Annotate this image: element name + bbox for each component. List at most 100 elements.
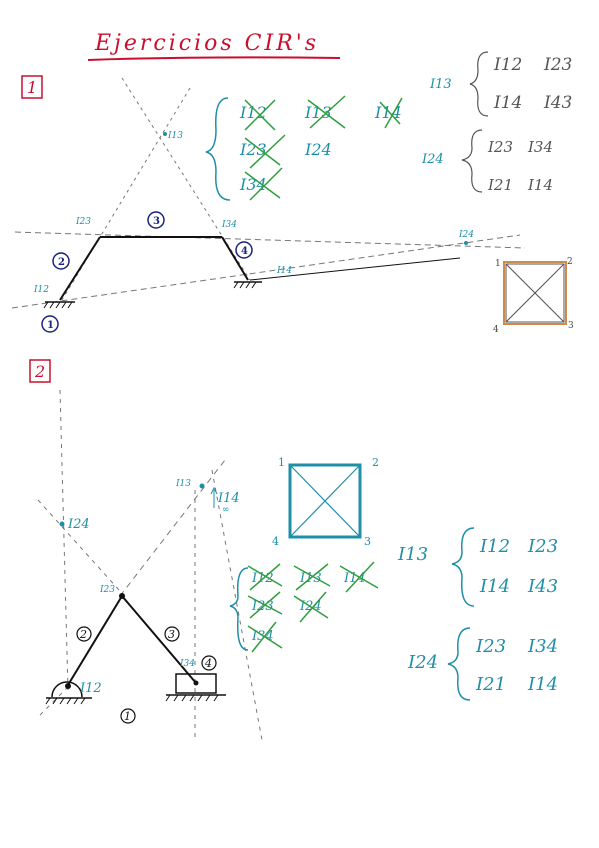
ex1-label-i13: I13	[167, 131, 183, 141]
ex2-link-1-num: 1	[124, 710, 131, 723]
ex2-construction-vertical-left	[59, 389, 69, 691]
ex2-rel-i13-brace	[451, 527, 475, 607]
ex2-label-i34: I34	[179, 659, 195, 669]
ex1-square-diagram: 1 2 3 4	[493, 257, 574, 335]
exercise-1: 1 I13 I23 I34 I12 I14 I24	[11, 51, 574, 335]
ex1-square-node-2: 2	[567, 257, 573, 267]
ex1-crossouts	[244, 95, 403, 201]
ex2-rel-i24-a0: I23	[475, 636, 506, 657]
ex2-square-node-4: 4	[272, 535, 279, 548]
ex2-construction-diag-c	[211, 469, 263, 741]
ex2-rel-i13-a0: I12	[479, 536, 510, 557]
ex1-point-i13	[163, 132, 167, 136]
exercise-2: 2	[29, 359, 558, 741]
ex1-rel-i13-a0: I12	[493, 55, 522, 75]
ex2-link-3-num: 3	[168, 628, 175, 641]
ex2-link-2-bar	[67, 595, 123, 686]
title-underline	[87, 56, 341, 61]
ex2-number: 2	[34, 362, 45, 381]
ex1-link-1-circle	[41, 315, 59, 333]
ex1-table-brace	[205, 97, 231, 201]
ex1-rel-i24-brace	[461, 129, 483, 193]
ex1-table-i13: I13	[304, 103, 332, 122]
ex2-slider-block	[175, 673, 217, 694]
ex1-link-2-bar	[59, 236, 101, 301]
ex1-link-2-num: 2	[58, 257, 65, 268]
ex2-crossouts	[247, 561, 379, 653]
ex2-square-node-3: 3	[364, 535, 371, 548]
ex1-label-i24: I24	[458, 230, 474, 240]
ex2-label-i14: I14	[217, 491, 240, 506]
ex2-ground-right	[165, 694, 226, 702]
ex2-table-i14: I14	[343, 571, 366, 586]
ex2-link-2-num: 2	[79, 628, 87, 641]
ex2-joint-i23	[119, 593, 125, 599]
ex1-table-i24: I24	[304, 140, 332, 159]
ex2-link-2-circle	[76, 626, 92, 642]
ex2-square-node-2: 2	[372, 456, 379, 469]
ex1-link-4-bar	[221, 236, 249, 281]
ex2-rel-i24-a1: I34	[527, 636, 558, 657]
ex1-rel-i13-brace	[469, 51, 489, 117]
ex2-link-4-circle	[201, 655, 217, 671]
ex2-pin-support	[51, 681, 83, 698]
ex2-rel-i24-b1: I14	[527, 674, 558, 695]
ex1-square-node-1: 1	[495, 259, 501, 269]
ex2-table-brace	[229, 567, 249, 651]
ex2-construction-diag-b	[119, 459, 226, 597]
ex2-rel-i24-key: I24	[407, 652, 438, 673]
ex2-rel-i13-b0: I14	[479, 576, 510, 597]
ex1-link-3-circle	[147, 211, 165, 229]
ex2-point-i24	[59, 521, 65, 527]
ex1-point-i24	[464, 241, 468, 245]
ex1-rel-i24-key: I24	[421, 152, 444, 167]
ex1-square-node-4: 4	[493, 325, 499, 335]
ex1-construction-line-c	[14, 231, 526, 249]
ex1-rel-i13-b0: I14	[493, 93, 522, 113]
ex2-slider-joint	[193, 680, 199, 686]
ex2-rel-i24-b0: I21	[475, 674, 506, 695]
ex2-link-3-circle	[164, 626, 180, 642]
ex2-square-diagram: 1 2 3 4	[272, 456, 379, 548]
ex2-label-i24: I24	[67, 517, 90, 532]
ex2-link-4-num: 4	[204, 657, 212, 670]
ex2-label-i12: I12	[79, 681, 102, 696]
ex1-rel-i13-a1: I23	[543, 55, 572, 75]
ex2-arrow-up-icon	[210, 486, 218, 508]
ex1-rel-i24-b1: I14	[527, 176, 553, 194]
ex1-rel-i13-b1: I43	[543, 93, 572, 113]
ex1-rel-i24-a1: I34	[527, 138, 553, 156]
ex1-link-1-num: 1	[47, 320, 54, 331]
ex2-square-node-1: 1	[278, 456, 285, 469]
ex2-label-i13: I13	[175, 479, 191, 489]
ex2-rel-i13-b1: I43	[527, 576, 558, 597]
ex1-square-node-3: 3	[568, 321, 574, 331]
ex1-link-4-circle	[235, 241, 253, 259]
ex2-number-box	[29, 359, 51, 383]
ex1-link-3-num: 3	[153, 216, 160, 227]
ex1-rel-i24-a0: I23	[487, 138, 513, 156]
ex2-rel-i24-brace	[447, 627, 471, 701]
ex1-label-i23: I23	[75, 217, 91, 227]
ex1-label-i12: I12	[33, 285, 49, 295]
ex1-number-box	[21, 75, 43, 99]
ex1-label-i34: I34	[221, 220, 237, 230]
ex1-line-to-i24	[249, 257, 461, 281]
ex1-ground-left	[43, 301, 75, 309]
ex2-point-i13	[199, 483, 205, 489]
ex1-number: 1	[27, 78, 37, 97]
ex2-rel-i13-a1: I23	[527, 536, 558, 557]
ex2-link-1-circle	[120, 708, 136, 724]
ex1-ground-right	[233, 281, 262, 289]
ex2-label-i23: I23	[99, 585, 115, 595]
ex1-link-4-num: 4	[241, 246, 248, 257]
ex2-table-i34: I34	[251, 629, 274, 644]
ex2-ground-left	[45, 697, 92, 705]
ex1-table-i23: I23	[239, 140, 267, 159]
ex2-construction-diag-d	[39, 684, 71, 716]
ex2-rel-i13-key: I13	[397, 544, 428, 565]
ex2-label-infinity: ∞	[222, 505, 230, 515]
ex2-link-3-bar	[121, 595, 197, 684]
page-title: Ejercicios CIR's	[94, 31, 319, 56]
